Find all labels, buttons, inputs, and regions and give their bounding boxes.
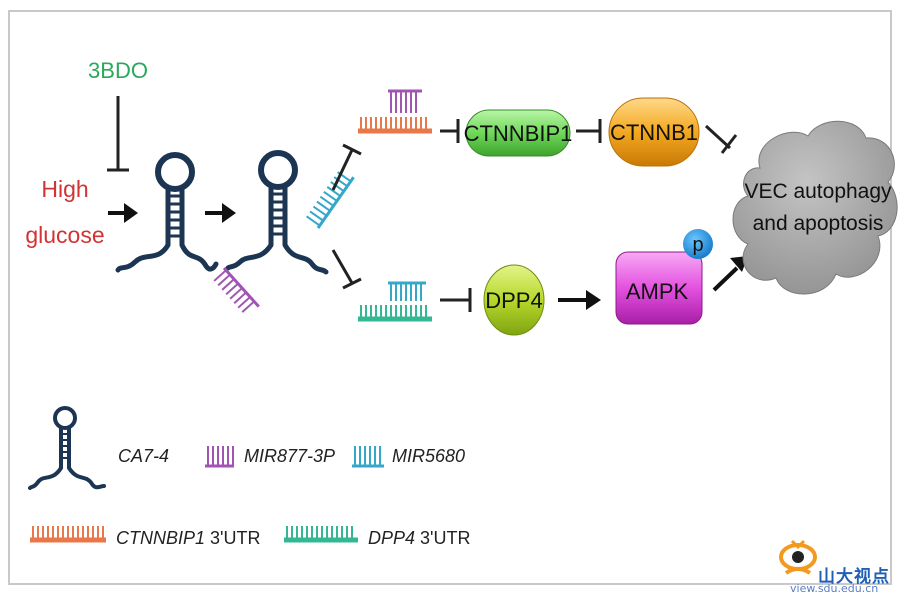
legend-label-mir877: MIR877-3P	[244, 446, 335, 466]
watermark-logo-icon	[779, 539, 817, 575]
outcome-label-line2: and apoptosis	[753, 212, 884, 235]
watermark-url: view.sdu.edu.cn	[790, 582, 879, 595]
legend-mir5680-icon	[352, 446, 384, 468]
outcome-label-line1: VEC autophagy	[744, 180, 892, 203]
mir877-ctnnbip1-utr-complex-icon	[358, 89, 432, 134]
legend-mir877-icon	[205, 446, 234, 468]
mir877-bound-icon	[213, 266, 260, 313]
arrow-dpp4-to-ampk	[558, 290, 601, 310]
ctnnbip1-label: CTNNBIP1	[464, 121, 573, 146]
legend-label-mir5680: MIR5680	[392, 446, 465, 466]
legend-label-ca7-4: CA7-4	[118, 446, 169, 466]
phospho-badge: p	[683, 229, 713, 259]
watermark-text: 山大视点	[818, 567, 890, 587]
ca7-4-hairpin-icon	[115, 152, 219, 273]
ampk-node: AMPK	[615, 251, 703, 325]
ctnnb1-label: CTNNB1	[610, 120, 698, 145]
inhibition-ctnnbip1-to-ctnnb1	[576, 119, 602, 143]
legend-ca7-4-icon	[28, 406, 106, 490]
inhibition-ctnnb1-to-outcome	[704, 124, 738, 154]
stimulus-label-line2: glucose	[25, 222, 104, 248]
mir5680-bound-icon	[306, 171, 355, 229]
legend-label-dpp4-utr: DPP4 3'UTR	[368, 528, 470, 548]
ca7-4-sponge-hairpin-icon	[225, 150, 329, 275]
legend-dpp4-utr-icon	[284, 526, 358, 543]
ctnnbip1-node: CTNNBIP1	[464, 109, 573, 157]
stimulus-label-line1: High	[41, 176, 88, 202]
inhibition-mir5680-to-dpp4	[440, 288, 472, 312]
figure-frame	[8, 10, 892, 585]
dpp4-node: DPP4	[483, 264, 545, 336]
outcome-cloud: VEC autophagy and apoptosis	[732, 120, 898, 295]
inhibitor-label-3bdo: 3BDO	[88, 58, 148, 83]
ampk-label: AMPK	[626, 279, 689, 304]
arrow-glucose-to-ca7-4	[108, 203, 138, 223]
inhibition-mir877-to-ctnnbip1	[440, 119, 460, 143]
legend: CA7-4 MIR877-3P MIR5680	[28, 406, 470, 548]
legend-ctnnbip1-utr-icon	[30, 526, 106, 543]
inhibition-bar-3bdo	[107, 96, 129, 172]
dpp4-label: DPP4	[485, 288, 542, 313]
arrow-ca7-4-to-sponge	[205, 203, 236, 223]
inhibition-sponge-to-mir877-complex	[331, 143, 362, 191]
legend-label-ctnnbip1-utr: CTNNBIP1 3'UTR	[116, 528, 260, 548]
inhibition-sponge-to-mir5680-complex	[331, 249, 362, 290]
ctnnb1-node: CTNNB1	[608, 97, 700, 167]
mir5680-dpp4-utr-complex-icon	[358, 281, 432, 322]
phospho-label: p	[692, 234, 703, 256]
